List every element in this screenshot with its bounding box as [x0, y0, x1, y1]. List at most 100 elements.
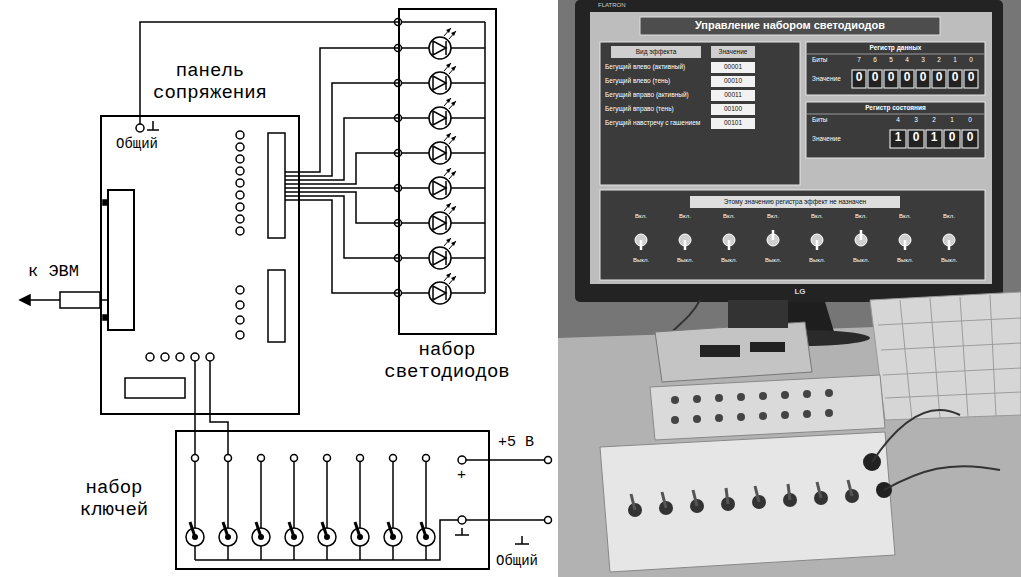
panel-internals	[60, 292, 100, 308]
photo	[803, 390, 811, 398]
panel-internals	[285, 195, 300, 197]
box-heading: набор ключей	[59, 478, 169, 522]
label-holder: Вкл.	[804, 213, 830, 220]
photo	[693, 395, 701, 403]
photo	[711, 76, 755, 87]
label-holder: 0	[964, 71, 978, 85]
terminal-label: Общий	[496, 553, 538, 569]
photo	[962, 130, 978, 148]
toggle-switch-symbol	[318, 455, 336, 561]
panel-internals	[236, 167, 244, 175]
bit-value: 1	[890, 131, 906, 145]
photo	[781, 391, 789, 399]
panel-internals	[103, 315, 108, 320]
label-holder: LG	[788, 287, 812, 296]
key-set-internals	[195, 520, 458, 560]
key-set-internals	[515, 543, 529, 545]
panel-internals	[125, 378, 185, 398]
photo	[711, 118, 755, 129]
key-set-internals	[194, 430, 196, 455]
photo	[671, 396, 679, 404]
label-holder: Бегущий вправо (активный)	[605, 91, 689, 98]
panel-internals	[236, 301, 244, 309]
bit-value: 0	[868, 71, 882, 85]
toggle-switch-symbol	[417, 455, 435, 561]
photo	[806, 102, 985, 158]
bit-value: 1	[926, 131, 942, 145]
switch-on-label: Вкл.	[628, 213, 654, 220]
led-symbol	[395, 28, 486, 59]
panel-internals	[236, 215, 244, 223]
screen-toggle	[679, 234, 691, 250]
switch-on-label: Вкл.	[892, 213, 918, 220]
photo	[558, 0, 1021, 340]
label-holder: Выкл.	[892, 257, 918, 264]
toggle-switch-symbol	[252, 455, 270, 561]
toggle-switch-symbol	[219, 455, 237, 561]
label-holder: 1	[890, 131, 906, 145]
panel-internals	[161, 353, 169, 361]
label-holder: Значение	[812, 75, 841, 82]
label-holder: 6	[868, 56, 882, 63]
photo	[803, 410, 811, 418]
photo	[600, 190, 985, 280]
panel-internals	[236, 203, 244, 211]
label-holder: Вкл.	[716, 213, 742, 220]
switch-off-label: Выкл.	[760, 257, 786, 264]
bit-number: 3	[908, 116, 924, 123]
photo	[711, 62, 755, 73]
photo	[711, 104, 755, 115]
key-set-internals	[545, 517, 552, 524]
toggle-switch-symbol	[384, 455, 402, 561]
panel-internals	[236, 131, 244, 139]
switch-off-label: Выкл.	[628, 257, 654, 264]
panel-internals	[152, 121, 154, 130]
photo	[590, 12, 992, 284]
monitor-brand: FLATRON	[598, 2, 626, 9]
switch-off-label: Выкл.	[936, 257, 962, 264]
label-holder: 1	[948, 56, 962, 63]
label-holder: Вкл.	[672, 213, 698, 220]
panel-internals	[209, 361, 211, 415]
photo	[926, 130, 942, 148]
panel-internals	[285, 171, 300, 173]
label-holder: 0	[916, 71, 930, 85]
label-holder: Выкл.	[936, 257, 962, 264]
toggle-switch-symbol	[351, 455, 369, 561]
label-holder: к ЭВМ	[28, 262, 79, 282]
panel-internals	[236, 227, 244, 235]
photo	[806, 54, 985, 55]
bit-number: 4	[900, 56, 914, 63]
photo	[750, 342, 785, 352]
panel-internals	[194, 361, 196, 415]
panel-internals	[285, 175, 300, 177]
panel-internals	[136, 124, 144, 132]
panel-internals	[28, 299, 60, 301]
key-set-internals	[227, 430, 229, 455]
label-holder: 0	[932, 71, 946, 85]
bit-value: 0	[944, 131, 960, 145]
label-holder: Общий	[496, 553, 538, 569]
switch-off-label: Выкл.	[892, 257, 918, 264]
wire	[300, 48, 398, 293]
label-holder: Вкл.	[848, 213, 874, 220]
photo	[611, 46, 701, 58]
led-set-box: набор светодиодов	[398, 8, 497, 335]
label-holder: Биты	[812, 56, 828, 63]
label-holder: 0	[962, 116, 978, 123]
photo	[671, 416, 679, 424]
photo	[715, 394, 723, 402]
label-holder: Выкл.	[848, 257, 874, 264]
photo	[852, 70, 866, 88]
label-holder: Вид эффекта	[611, 48, 701, 55]
photo	[900, 295, 996, 420]
label-holder: +	[457, 467, 466, 484]
photo	[944, 130, 960, 148]
led-symbol	[395, 133, 486, 164]
bit-number: 0	[964, 56, 978, 63]
terminal-label: +	[457, 467, 466, 484]
switch-on-label: Вкл.	[716, 213, 742, 220]
panel-internals	[285, 183, 300, 185]
photo	[908, 130, 924, 148]
screen-toggle	[635, 234, 647, 250]
